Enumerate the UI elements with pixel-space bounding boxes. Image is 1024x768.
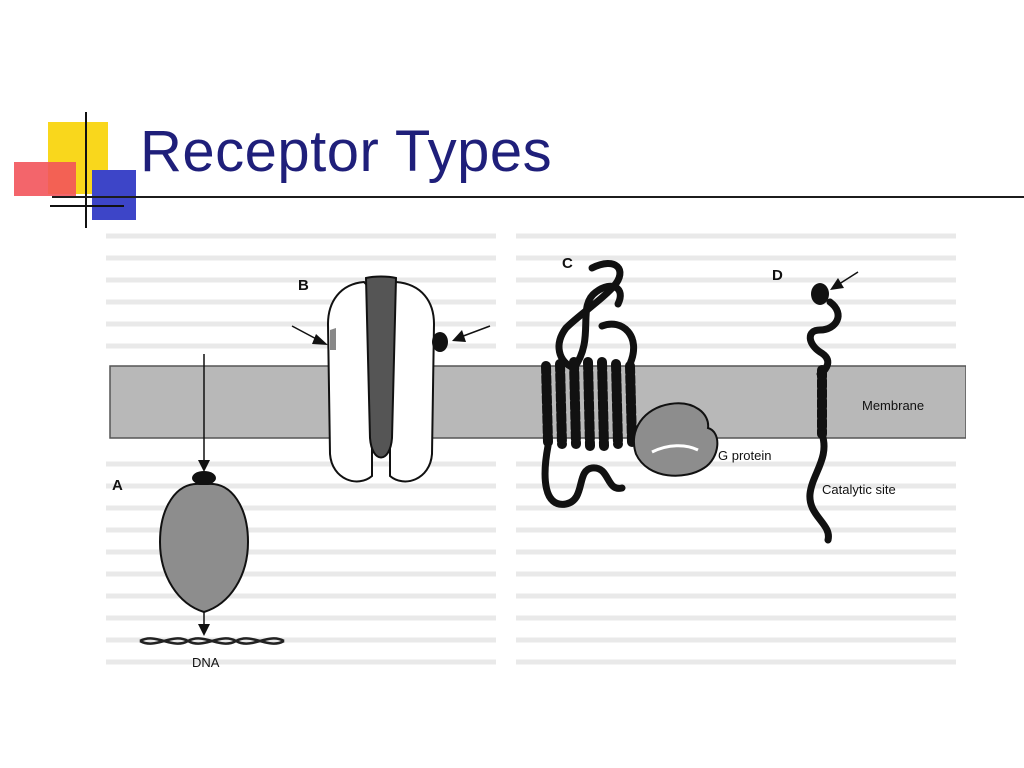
- receptor-b-ligand: [432, 332, 448, 352]
- panel-label-d: D: [772, 267, 783, 284]
- panel-label-a: A: [112, 477, 123, 494]
- red-square: [14, 162, 76, 196]
- membrane-label: Membrane: [862, 398, 924, 413]
- panel-label-b: B: [298, 277, 309, 294]
- receptor-a-ligand: [192, 471, 216, 485]
- channel-center-subunit: [366, 277, 396, 458]
- g-protein: [634, 403, 717, 475]
- gpcr-transmembrane-helices: [546, 362, 632, 446]
- gpcr-intracellular-tail: [545, 446, 622, 504]
- g-protein-label: G protein: [718, 448, 771, 463]
- channel-left-subunit: [328, 282, 372, 481]
- receptor-d-ligand: [811, 283, 829, 305]
- corner-decoration: [0, 0, 140, 240]
- cell-membrane: [110, 366, 966, 438]
- title-underline: [52, 196, 1024, 198]
- arrowhead-b-right: [452, 330, 466, 342]
- arrowhead-a2: [198, 624, 210, 636]
- enzyme-receptor-extracellular: [810, 302, 838, 374]
- arrowhead-b-left: [312, 334, 328, 345]
- slide-title: Receptor Types: [140, 118, 552, 185]
- dna-label: DNA: [192, 655, 220, 670]
- receptor-a-intracellular: [160, 484, 248, 612]
- panel-label-c: C: [562, 255, 573, 272]
- receptor-types-figure: Membrane A DNA B C G protein D C: [96, 218, 966, 678]
- channel-right-subunit: [390, 282, 434, 481]
- blue-square: [92, 170, 136, 220]
- catalytic-site-label: Catalytic site: [822, 482, 896, 497]
- channel-left-binding-site: [330, 328, 336, 350]
